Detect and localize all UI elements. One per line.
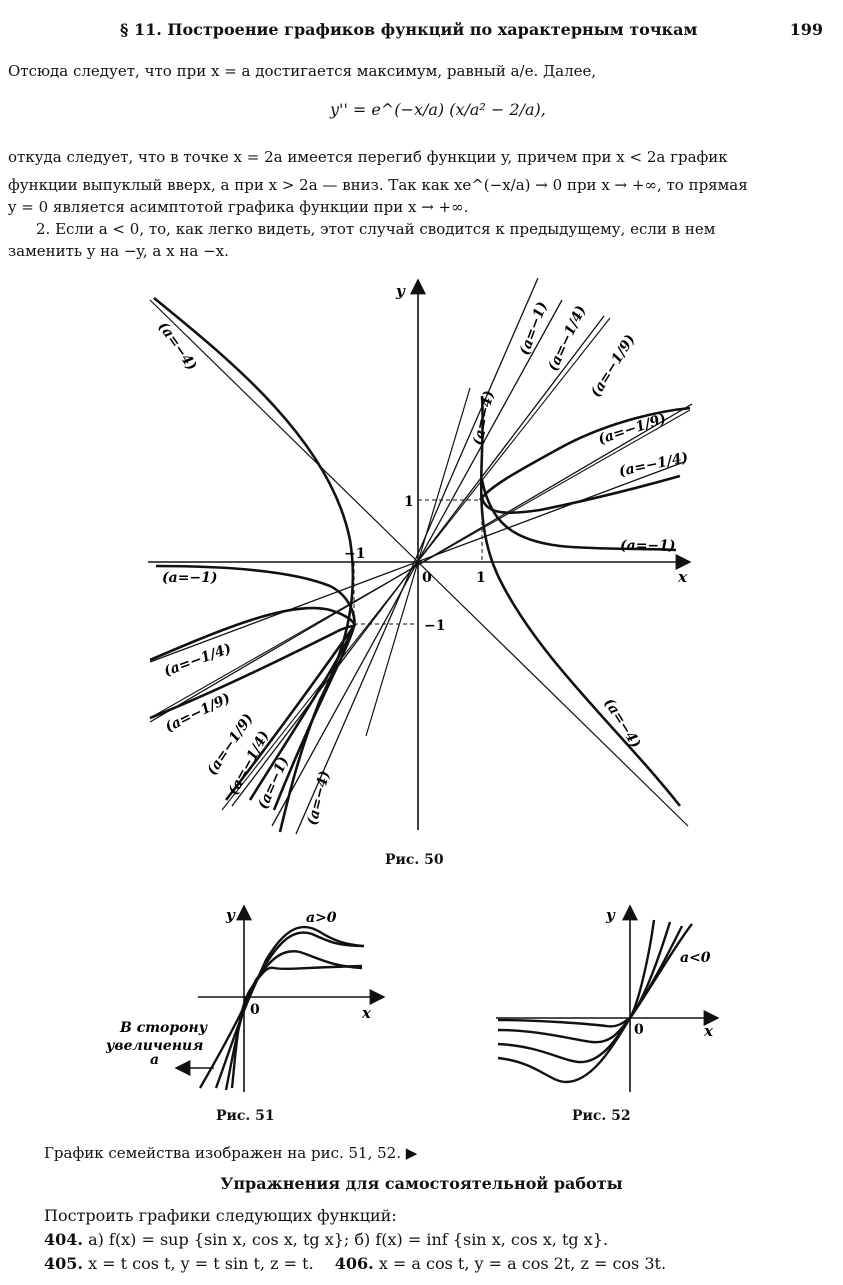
paragraph-2-line-1: откуда следует, что в точке x = 2a имеет…	[8, 148, 728, 166]
fig51-axis-x-label: x	[361, 1004, 372, 1022]
exercise-404-text: а) f(x) = sup {sin x, cos x, tg x}; б) f…	[88, 1230, 609, 1249]
formula-second-derivative: y'' = e^(−x/a) (x/a² − 2/a),	[330, 100, 546, 119]
fig50-label-a-m19-right: (a=−1/9)	[596, 411, 668, 448]
fig52-origin: 0	[634, 1022, 644, 1038]
exercise-405-406: 405. x = t cos t, y = t sin t, z = t. 40…	[44, 1254, 666, 1273]
fig50-axis-y-label: y	[395, 282, 406, 300]
exercise-406-text: x = a cos t, y = a cos 2t, z = cos 3t.	[378, 1254, 667, 1273]
fig50-tick-y-neg: −1	[424, 618, 445, 634]
running-header-title: § 11. Построение графиков функций по хар…	[120, 20, 698, 39]
figure-51: y x 0 a>0 В сторону увеличения a	[105, 904, 386, 1092]
figure-52-caption: Рис. 52	[572, 1108, 631, 1124]
fig51-origin: 0	[250, 1002, 260, 1018]
figure-51-caption: Рис. 51	[216, 1108, 275, 1124]
fig51-direction-line-1: В сторону	[119, 1020, 208, 1036]
exercises-title: Упражнения для самостоятельной работы	[220, 1174, 623, 1193]
fig50-tick-y-pos: 1	[404, 494, 414, 510]
exercise-406-number: 406.	[334, 1254, 374, 1273]
exercise-405-number: 405.	[44, 1254, 83, 1273]
exercises-intro: Построить графики следующих функций:	[44, 1206, 397, 1225]
fig52-axis-x-label: x	[703, 1022, 714, 1040]
fig50-label-a-m14-topright: (a=−1/4)	[545, 303, 589, 374]
paragraph-2-line-2: функции выпуклый вверх, а при x > 2a — в…	[8, 176, 748, 194]
exercise-405-text: x = t cos t, y = t sin t, z = t.	[88, 1254, 314, 1273]
fig50-label-a-m19-topright: (a=−1/9)	[588, 332, 639, 400]
fig50-tick-x-pos: 1	[476, 570, 486, 586]
fig51-direction-line-3: a	[150, 1052, 159, 1068]
paragraph-3-line-1: 2. Если a < 0, то, как легко видеть, это…	[36, 220, 716, 238]
fig51-direction-line-2: увеличения	[105, 1038, 203, 1054]
fig50-label-a-m14-left: (a=−1/4)	[162, 641, 234, 680]
fig52-axis-y-label: y	[605, 906, 616, 924]
figures-note: График семейства изображен на рис. 51, 5…	[44, 1144, 418, 1162]
fig50-label-a-m4-bottom: (a=−4)	[304, 769, 333, 827]
fig50-label-a-m1-left: (a=−1)	[162, 570, 218, 586]
fig50-tick-x-neg: −1	[344, 546, 365, 562]
fig50-label-a-m4-mid: (a=−4)	[470, 389, 497, 447]
paragraph-2-line-3: y = 0 является асимптотой графика функци…	[8, 198, 469, 216]
figure-52: y x 0 a<0	[496, 904, 720, 1092]
fig50-axis-x-label: x	[677, 568, 688, 586]
page-number: 199	[789, 20, 823, 39]
figure-50: y x 0 1 −1 1 −1 (a=−4) (a=−1) (a=−1/4) (…	[148, 277, 693, 835]
fig50-origin: 0	[422, 570, 432, 586]
exercise-404: 404. а) f(x) = sup {sin x, cos x, tg x};…	[44, 1230, 608, 1249]
fig50-label-a-m1-right: (a=−1)	[620, 538, 676, 554]
fig51-axis-y-label: y	[225, 906, 236, 924]
figure-50-caption: Рис. 50	[385, 852, 444, 868]
fig51-label-a: a>0	[306, 910, 337, 926]
fig52-label-a: a<0	[680, 950, 711, 966]
paragraph-3-line-2: заменить y на −y, а x на −x.	[8, 242, 229, 260]
exercise-404-number: 404.	[44, 1230, 83, 1249]
paragraph-1: Отсюда следует, что при x = a достигаетс…	[8, 62, 597, 80]
